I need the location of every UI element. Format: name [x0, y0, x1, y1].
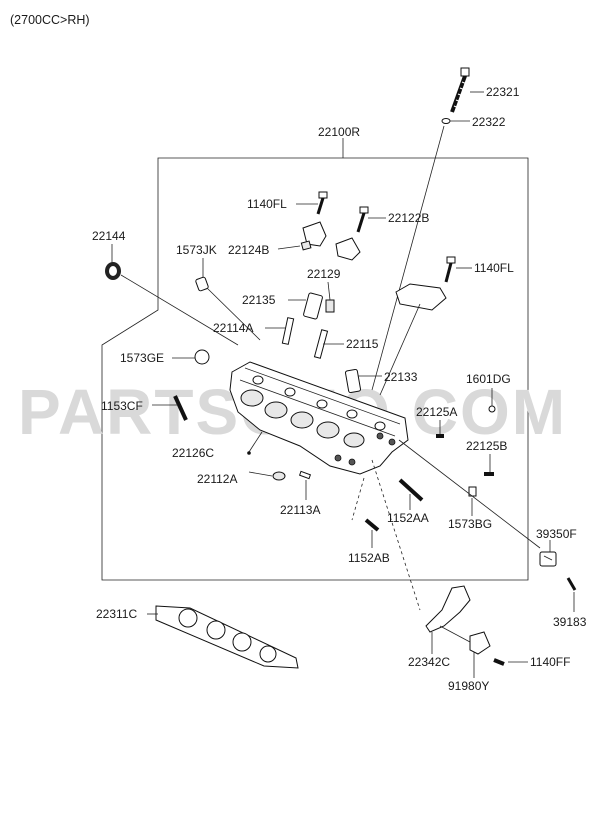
plug-1573jk[interactable]	[195, 276, 209, 292]
camshaft-cap[interactable]	[395, 283, 447, 311]
leader-line	[379, 303, 421, 396]
label-1601dg: 1601DG	[466, 372, 511, 386]
leader-line	[277, 245, 301, 250]
assembly-frame	[101, 157, 529, 581]
valve-guide-22114a[interactable]	[281, 317, 295, 345]
label-22126c: 22126C	[172, 446, 214, 460]
label-1140fl: 1140FL	[474, 261, 514, 275]
label-1573jk: 1573JK	[176, 243, 217, 257]
label-22129: 22129	[307, 267, 341, 281]
label-22321: 22321	[486, 85, 520, 99]
label-22135: 22135	[242, 293, 276, 307]
stud-1153cf[interactable]	[173, 395, 188, 421]
label-22125b: 22125B	[466, 439, 507, 453]
seal-22144[interactable]	[105, 262, 121, 280]
leader-line	[248, 471, 273, 477]
dashed-leader	[351, 477, 365, 521]
gasket-22311c[interactable]	[155, 605, 299, 669]
clamp-91980y[interactable]	[469, 631, 491, 655]
label-1140ff: 1140FF	[530, 655, 570, 669]
ring-1601dg[interactable]	[488, 405, 496, 413]
label-1153cf: 1153CF	[101, 399, 143, 413]
label-22115: 22115	[346, 337, 379, 351]
insert-22133[interactable]	[344, 368, 362, 394]
label-22133: 22133	[384, 370, 418, 384]
label-1152ab: 1152AB	[348, 551, 390, 565]
leader-line	[206, 287, 261, 341]
leader-line	[248, 431, 263, 453]
dashed-leader	[371, 459, 421, 611]
label-22113a: 22113A	[280, 503, 320, 517]
label-22322: 22322	[472, 115, 506, 129]
bracket-22342c[interactable]	[425, 585, 471, 633]
label-22342c: 22342C	[408, 655, 450, 669]
tappet-22135[interactable]	[303, 292, 323, 320]
leader-line	[439, 625, 471, 643]
bolt-1140ff[interactable]	[493, 658, 505, 666]
label-1573ge: 1573GE	[120, 351, 164, 365]
label-1152aa: 1152AA	[387, 511, 429, 525]
label-22114a: 22114A	[213, 321, 253, 335]
retainer-22113a[interactable]	[298, 470, 312, 480]
label-22100r: 22100R	[318, 125, 360, 139]
label-1140fl: 1140FL	[247, 197, 287, 211]
washer-22322[interactable]	[441, 118, 451, 124]
bolt-1140fl-upper[interactable]	[316, 191, 328, 215]
valve-stem-seal-22129[interactable]	[325, 299, 335, 313]
label-22124b: 22124B	[228, 243, 269, 257]
stud-1152aa[interactable]	[398, 478, 424, 502]
dot-22126c[interactable]	[247, 451, 251, 455]
label-22125a: 22125A	[416, 405, 457, 419]
leader-line	[327, 281, 331, 301]
leader-line	[398, 439, 541, 549]
bolt-22122b[interactable]	[356, 206, 369, 233]
plug-1573ge[interactable]	[194, 349, 210, 365]
bolt-39183[interactable]	[566, 577, 577, 591]
leader-line	[120, 274, 239, 346]
plug-22124b[interactable]	[300, 240, 312, 251]
sensor-39350f[interactable]	[539, 551, 557, 567]
leader-line	[371, 125, 445, 391]
cylinder-head-22100r[interactable]	[229, 361, 409, 475]
valve-guide-22115[interactable]	[313, 329, 329, 359]
head-bolt-22321[interactable]	[450, 67, 470, 113]
label-91980y: 91980Y	[448, 679, 489, 693]
label-39183: 39183	[553, 615, 587, 629]
label-1573bg: 1573BG	[448, 517, 492, 531]
bolt-1140fl-right[interactable]	[444, 256, 456, 283]
label-22144: 22144	[92, 229, 126, 243]
label-22112a: 22112A	[197, 472, 237, 486]
variant-header: (2700CC>RH)	[10, 13, 90, 27]
label-22122b: 22122B	[388, 211, 429, 225]
stud-1152ab[interactable]	[364, 518, 380, 532]
bracket-right[interactable]	[335, 237, 361, 261]
label-39350f: 39350F	[536, 527, 577, 541]
keeper-22112a[interactable]	[272, 471, 286, 481]
label-22311c: 22311C	[96, 607, 137, 621]
